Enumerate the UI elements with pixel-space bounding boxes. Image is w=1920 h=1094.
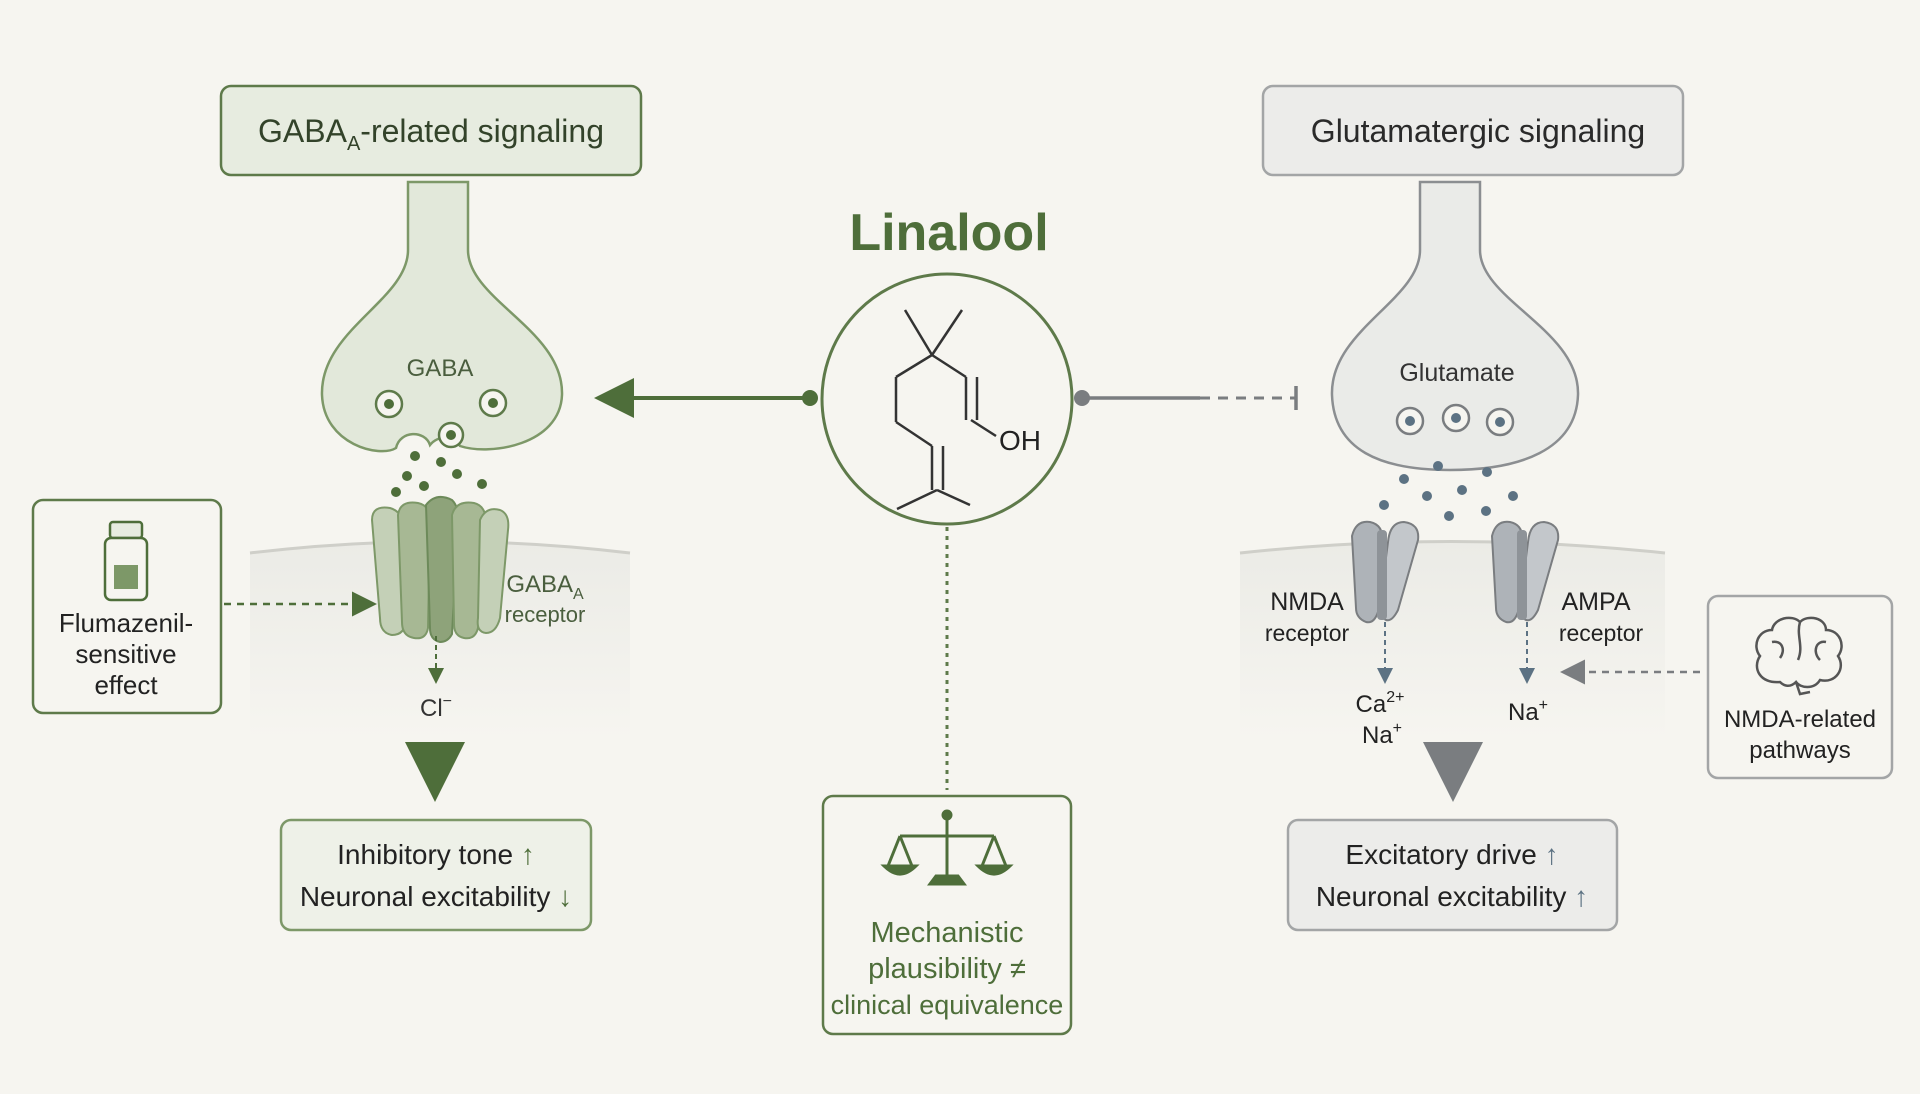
nmda-label-line1: NMDA [1270, 588, 1344, 616]
glutamate-neurotransmitter-label: Glutamate [1399, 359, 1514, 387]
linalool-structure-icon [894, 309, 997, 511]
chloride-ion-label: Cl− [420, 693, 452, 722]
flumazenil-box [31, 498, 223, 715]
flumazenil-line2: sensitive [75, 639, 176, 669]
nmda-label-line2: receptor [1265, 620, 1350, 646]
ampa-receptor [1490, 520, 1560, 624]
brain-icon [1755, 616, 1843, 696]
sodium-ion-label-ampa: Na+ [1508, 697, 1548, 726]
nmda-pathways-panel: NMDA-related pathways [1706, 594, 1894, 780]
caveat-box [821, 794, 1073, 1036]
gaba-vesicles [374, 388, 508, 449]
oh-group-label: OH [999, 425, 1041, 456]
gaba-neurotransmitter-label: GABA [407, 355, 474, 382]
glutamate-presynaptic-terminal [1330, 180, 1580, 472]
ampa-label-line1: AMPA [1562, 588, 1631, 616]
gaba-a-receptor [370, 495, 510, 644]
gaba-receptor-label-line2: receptor [505, 602, 586, 627]
caveat-panel: Mechanistic plausibility ≠ clinical equi… [821, 794, 1073, 1036]
vial-icon [103, 520, 149, 602]
glutamate-header-title: Glutamatergic signaling [1311, 113, 1645, 149]
glutamate-released-molecules [1379, 461, 1518, 521]
caveat-line2: plausibility ≠ [868, 953, 1026, 985]
caveat-line1: Mechanistic [870, 917, 1023, 949]
gaba-panel: GABAA-related signaling GABA [219, 84, 643, 932]
ampa-label-line2: receptor [1559, 620, 1644, 646]
calcium-ion-label: Ca2+ [1356, 689, 1405, 718]
flumazenil-line1: Flumazenil- [59, 608, 193, 638]
gaba-header-title: GABAA-related signaling [258, 113, 604, 155]
glutamate-panel: Glutamatergic signaling Glutamate [1239, 84, 1685, 932]
sodium-ion-label-nmda: Na+ [1362, 720, 1402, 749]
inhibitory-tone-text: Inhibitory tone ↑ [337, 839, 535, 870]
flumazenil-panel: Flumazenil- sensitive effect [31, 498, 223, 715]
gaba-outcome-box [279, 818, 593, 932]
balance-scale-icon [880, 809, 1014, 886]
excitatory-drive-text: Excitatory drive ↑ [1345, 839, 1558, 870]
gaba-released-molecules [391, 451, 487, 497]
glutamate-vesicles [1395, 403, 1515, 437]
nmda-pathways-box [1706, 594, 1894, 780]
nmda-pathways-line2: pathways [1749, 737, 1850, 764]
nmda-receptor [1350, 520, 1420, 624]
gaba-presynaptic-terminal [320, 180, 564, 453]
gaba-receptor-label: GABAA [506, 571, 584, 603]
glutamate-header-box [1261, 84, 1685, 177]
glutamate-excitability-text: Neuronal excitability ↑ [1316, 881, 1588, 912]
linalool-molecule: OH [820, 272, 1074, 526]
page-title: Linalool [849, 204, 1048, 262]
glutamate-postsynaptic-membrane [1240, 541, 1665, 740]
glutamate-outcome-box [1286, 818, 1619, 932]
flumazenil-line3: effect [94, 670, 158, 700]
gaba-excitability-text: Neuronal excitability ↓ [300, 881, 572, 912]
gaba-header-box [219, 84, 643, 177]
caveat-line3: clinical equivalence [831, 990, 1064, 1020]
nmda-pathways-line1: NMDA-related [1724, 706, 1876, 733]
